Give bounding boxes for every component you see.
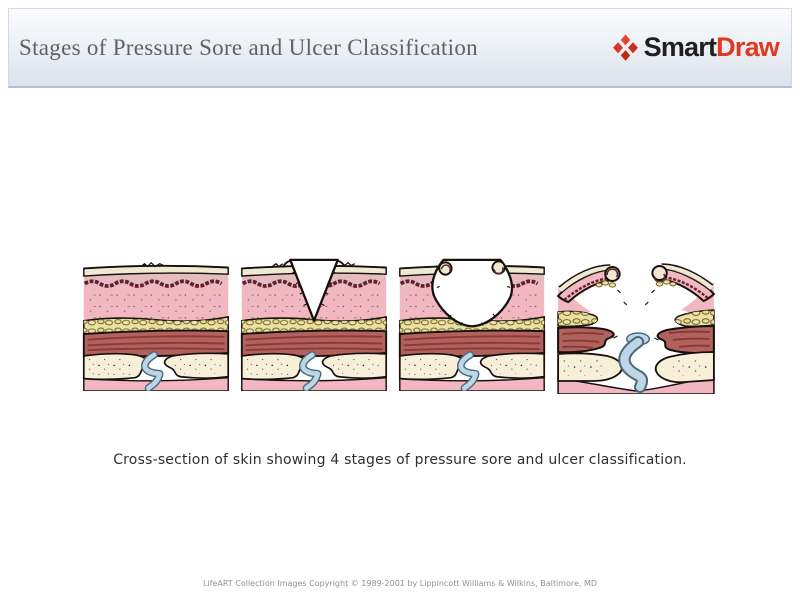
logo-draw-text: Draw [716,32,780,62]
crater-stage-4 [556,263,716,394]
stage-2-shallow-crater-illustration [240,258,388,391]
figure-caption: Cross-section of skin showing 4 stages o… [113,452,687,468]
stage-3-undermined-crater-illustration [398,258,546,391]
crater-stage-2 [282,258,346,322]
torn-muscle-left [557,326,615,354]
smartdraw-wordmark: SmartDraw [643,32,780,62]
surface-tuft [140,261,164,268]
skin-flap-left [556,264,621,304]
logo-smart-text: Smart [643,32,717,62]
crater-stage-3 [431,258,514,328]
skin-layers [82,261,230,391]
stage-4-deep-crater-to-bone-illustration [556,263,716,394]
slide-header: Stages of Pressure Sore and Ulcer Classi… [8,8,792,88]
smartdraw-logo: SmartDraw [612,32,780,62]
stage-1-intact-skin-illustration [82,261,230,391]
skin-flap-right [651,263,716,303]
page-title: Stages of Pressure Sore and Ulcer Classi… [19,34,478,60]
smartdraw-diamonds-icon [612,34,638,61]
copyright-notice: LifeART Collection Images Copyright © 19… [202,579,598,588]
